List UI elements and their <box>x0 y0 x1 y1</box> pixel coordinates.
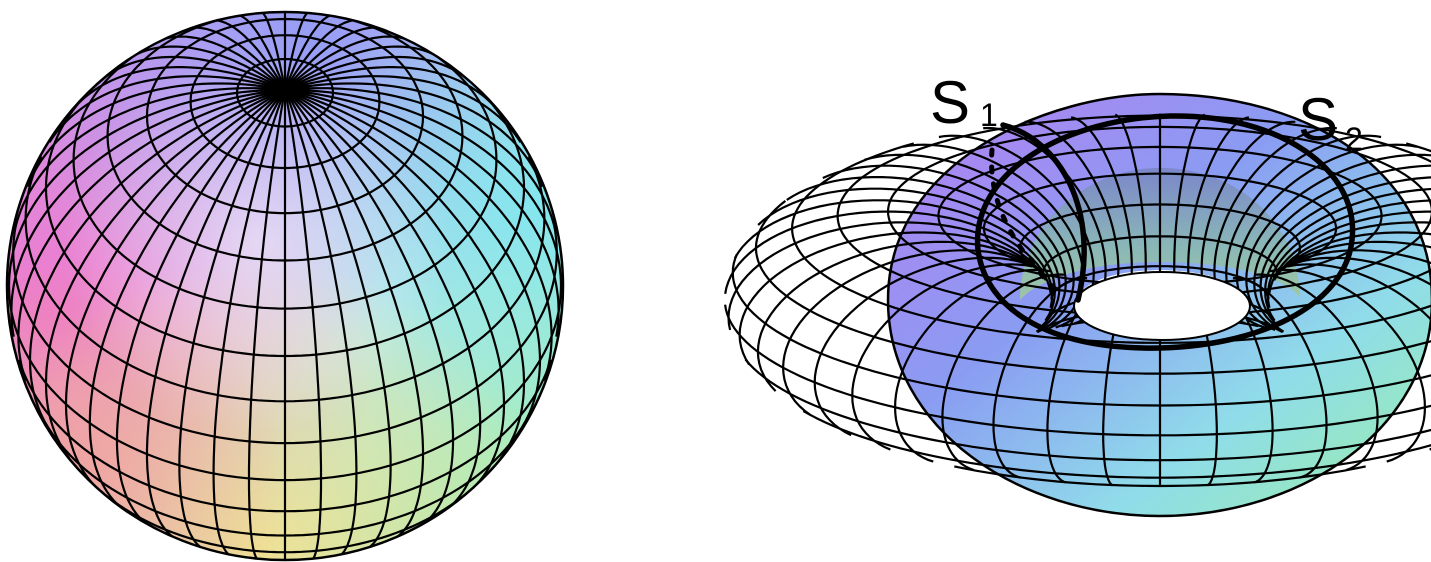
label-s2: S 2 <box>1298 86 1363 157</box>
sphere-surface <box>7 10 563 562</box>
torus-surface <box>725 94 1431 516</box>
svg-text:2: 2 <box>1345 121 1363 157</box>
sphere-pole <box>262 79 310 101</box>
svg-text:1: 1 <box>980 97 998 133</box>
torus-hole <box>1074 272 1250 340</box>
label-s1: S 1 <box>930 69 998 136</box>
svg-text:S: S <box>930 69 970 136</box>
svg-text:S: S <box>1298 86 1338 153</box>
